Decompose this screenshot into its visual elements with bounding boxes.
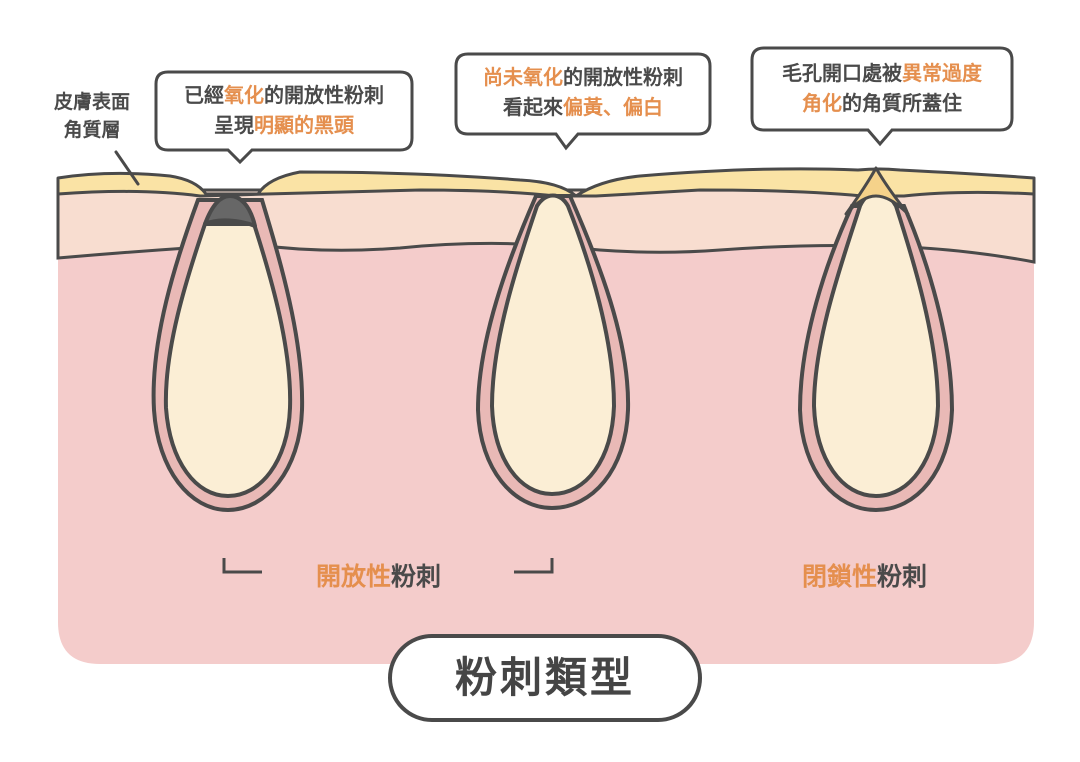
surface-label-pointer [114, 150, 140, 186]
callout-closed-l1b: 異常過度 [902, 61, 982, 85]
callout-whitehead-l2b: 偏黃、偏白 [563, 95, 663, 119]
title-pill [388, 634, 702, 722]
callout-box-blackhead [154, 70, 414, 165]
callout-closed-text: 毛孔開口處被異常過度 角化的角質所蓋住 [752, 58, 1012, 118]
callout-blackhead-l1b: 氧化 [224, 83, 264, 107]
callout-blackhead-text: 已經氧化的開放性粉刺 呈現明顯的黑頭 [156, 80, 412, 140]
closed-comedone-label-rest: 粉刺 [877, 562, 928, 591]
diagram-title: 粉刺類型 [454, 653, 635, 702]
blackhead-tip [203, 194, 257, 228]
callout-closed-l2b: 的角質所蓋住 [842, 91, 962, 115]
follicle-blackhead [151, 194, 305, 513]
callout-whitehead-l1b: 的開放性粉刺 [563, 65, 683, 89]
callout-whitehead-l1a: 尚未氧化 [483, 65, 563, 89]
surface-label-line2: 角質層 [63, 119, 121, 141]
closed-comedone-label-highlight: 閉鎖性 [802, 562, 878, 591]
callout-whitehead-text: 尚未氧化的開放性粉刺 看起來偏黃、偏白 [456, 62, 710, 122]
callout-blackhead-l2b: 明顯的黑頭 [254, 113, 354, 137]
open-comedone-label-highlight: 開放性 [316, 562, 392, 591]
follicle-closed [797, 166, 955, 513]
callout-closed-l1a: 毛孔開口處被 [782, 61, 902, 85]
closed-comedone-label: 閉鎖性粉刺 [802, 557, 927, 593]
follicle-whitehead-open [475, 193, 631, 511]
open-bracket-right [514, 558, 554, 574]
callout-blackhead-l1a: 已經 [184, 83, 224, 107]
callout-closed-l2a: 角化 [802, 91, 842, 115]
callout-box-whitehead [454, 52, 712, 151]
callout-blackhead-l2a: 呈現 [214, 113, 254, 137]
open-bracket-left [222, 558, 262, 574]
callout-blackhead-l1c: 的開放性粉刺 [264, 83, 384, 107]
open-comedone-label-rest: 粉刺 [391, 562, 442, 591]
open-comedone-label: 開放性粉刺 [316, 557, 441, 593]
keratin-plug [844, 166, 910, 216]
surface-label: 皮膚表面 角質層 [34, 88, 150, 144]
callout-box-closed [750, 46, 1014, 147]
surface-label-line1: 皮膚表面 [53, 91, 130, 113]
callout-whitehead-l2a: 看起來 [503, 95, 563, 119]
